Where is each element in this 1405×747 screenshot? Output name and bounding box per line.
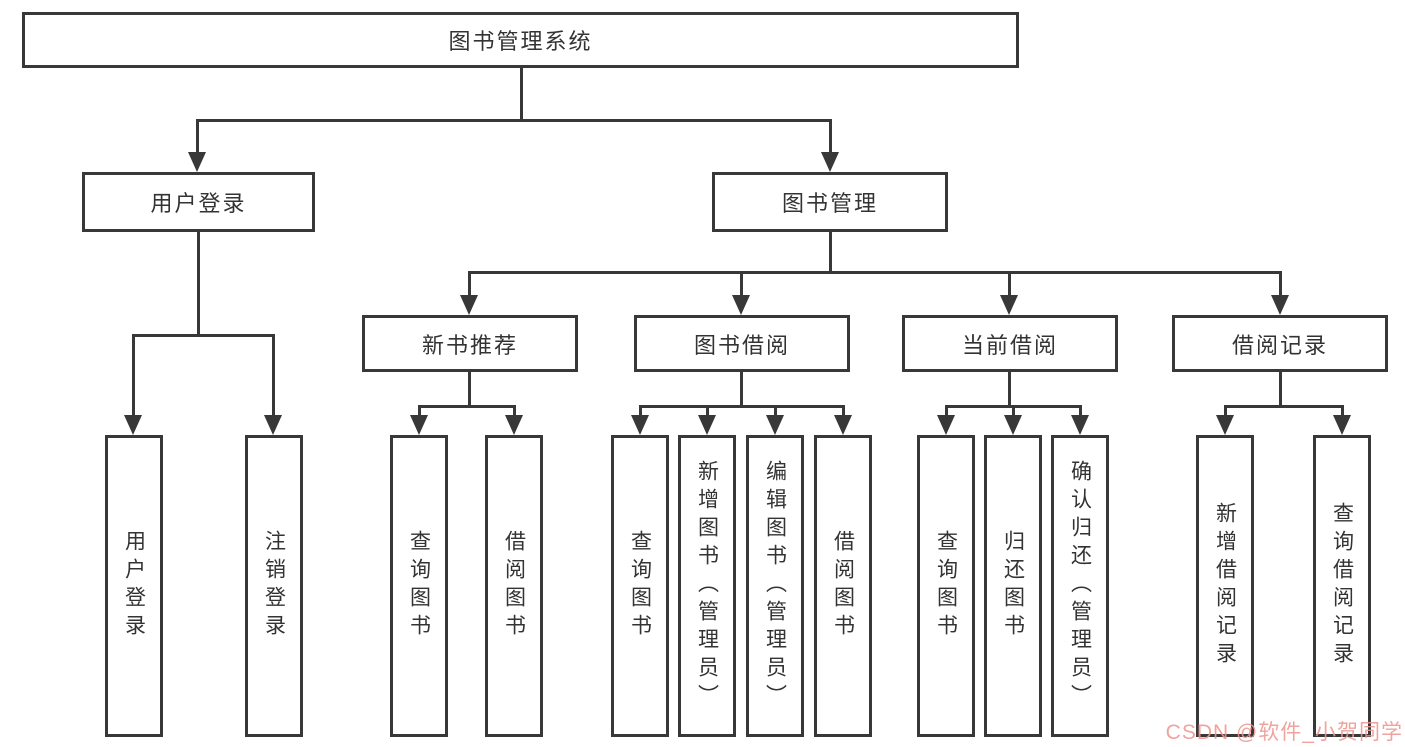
node-leaf-edit-book-admin-label: 编辑图书（管理员） (763, 460, 787, 712)
connector-line (638, 406, 642, 417)
arrow-head-icon (1000, 295, 1018, 315)
node-user-login-label: 用户登录 (150, 191, 247, 216)
node-leaf-borrow-book-2: 借阅图书 (814, 435, 872, 737)
node-leaf-borrow-book-1-label: 借阅图书 (502, 530, 526, 642)
connector-line (131, 335, 135, 417)
node-leaf-confirm-return-admin: 确认归还（管理员） (1051, 435, 1109, 737)
connector-line (1007, 272, 1011, 297)
arrow-head-icon (264, 415, 282, 435)
connector-line (467, 270, 1282, 274)
connector-line (512, 406, 516, 417)
node-leaf-return-book: 归还图书 (984, 435, 1042, 737)
node-book-management: 图书管理 (712, 172, 948, 232)
node-leaf-add-borrow-record: 新增借阅记录 (1196, 435, 1254, 737)
arrow-head-icon (766, 415, 784, 435)
arrow-head-icon (188, 152, 206, 172)
arrow-head-icon (460, 295, 478, 315)
connector-line (1223, 406, 1227, 417)
node-leaf-add-book-admin: 新增图书（管理员） (678, 435, 736, 737)
node-borrow-record-label: 借阅记录 (1231, 332, 1328, 358)
arrow-head-icon (1271, 295, 1289, 315)
node-leaf-user-login: 用户登录 (105, 435, 163, 737)
connector-line (196, 232, 200, 335)
node-leaf-edit-book-admin: 编辑图书（管理员） (746, 435, 804, 737)
arrow-head-icon (834, 415, 852, 435)
connector-line (1223, 404, 1344, 408)
arrow-head-icon (410, 415, 428, 435)
arrow-head-icon (1216, 415, 1234, 435)
arrow-head-icon (1004, 415, 1022, 435)
connector-line (519, 68, 523, 120)
arrow-head-icon (505, 415, 523, 435)
node-leaf-query-borrow-record: 查询借阅记录 (1313, 435, 1371, 737)
connector-line (195, 118, 832, 122)
node-leaf-borrow-book-1: 借阅图书 (485, 435, 543, 737)
node-new-book-recommend-label: 新书推荐 (421, 332, 518, 358)
node-leaf-query-book-3-label: 查询图书 (934, 530, 958, 642)
node-leaf-confirm-return-admin-label: 确认归还（管理员） (1068, 460, 1092, 712)
connector-line (773, 406, 777, 417)
arrow-head-icon (698, 415, 716, 435)
node-library-system: 图书管理系统 (22, 12, 1019, 68)
node-leaf-user-login-label: 用户登录 (122, 530, 146, 642)
connector-line (841, 406, 845, 417)
node-leaf-add-borrow-record-label: 新增借阅记录 (1213, 502, 1237, 670)
node-leaf-add-book-admin-label: 新增图书（管理员） (695, 460, 719, 712)
connector-line (638, 404, 845, 408)
connector-line (739, 372, 743, 406)
node-book-management-label: 图书管理 (781, 191, 878, 216)
node-current-borrow-label: 当前借阅 (961, 332, 1058, 358)
connector-line (828, 232, 832, 272)
node-leaf-logout-label: 注销登录 (262, 530, 286, 642)
connector-line (195, 120, 199, 154)
arrow-head-icon (732, 295, 750, 315)
node-leaf-query-book-2-label: 查询图书 (628, 530, 652, 642)
connector-line (944, 406, 948, 417)
node-leaf-query-book-1-label: 查询图书 (407, 530, 431, 642)
connector-line (417, 406, 421, 417)
arrow-head-icon (1071, 415, 1089, 435)
connector-line (131, 333, 275, 337)
arrow-head-icon (124, 415, 142, 435)
node-book-borrow-label: 图书借阅 (693, 332, 790, 358)
connector-line (1007, 372, 1011, 406)
node-library-system-label: 图书管理系统 (448, 29, 593, 54)
connector-line (1278, 272, 1282, 297)
connector-line (467, 272, 471, 297)
node-leaf-query-borrow-record-label: 查询借阅记录 (1330, 502, 1354, 670)
watermark: CSDN @软件_小贺同学 (1165, 721, 1403, 744)
node-leaf-query-book-1: 查询图书 (390, 435, 448, 737)
arrow-head-icon (1333, 415, 1351, 435)
connector-line (1078, 406, 1082, 417)
node-leaf-query-book-3: 查询图书 (917, 435, 975, 737)
node-user-login: 用户登录 (82, 172, 315, 232)
connector-line (417, 404, 516, 408)
connector-line (828, 120, 832, 154)
connector-line (1340, 406, 1344, 417)
node-leaf-return-book-label: 归还图书 (1001, 530, 1025, 642)
node-new-book-recommend: 新书推荐 (362, 315, 578, 372)
arrow-head-icon (821, 152, 839, 172)
arrow-head-icon (631, 415, 649, 435)
arrow-head-icon (937, 415, 955, 435)
connector-line (739, 272, 743, 297)
connector-line (705, 406, 709, 417)
node-current-borrow: 当前借阅 (902, 315, 1118, 372)
node-leaf-logout: 注销登录 (245, 435, 303, 737)
node-leaf-borrow-book-2-label: 借阅图书 (831, 530, 855, 642)
node-leaf-query-book-2: 查询图书 (611, 435, 669, 737)
connector-line (1011, 406, 1015, 417)
node-borrow-record: 借阅记录 (1172, 315, 1388, 372)
node-book-borrow: 图书借阅 (634, 315, 850, 372)
connector-line (467, 372, 471, 406)
connector-line (271, 335, 275, 417)
connector-line (1278, 372, 1282, 406)
